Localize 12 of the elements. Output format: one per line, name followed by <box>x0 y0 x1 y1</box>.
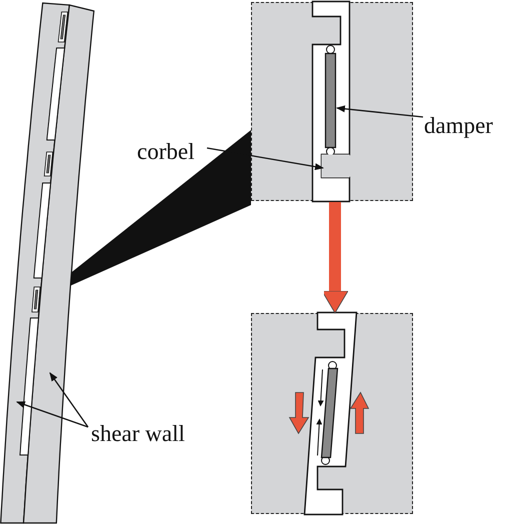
part-label: shear wall <box>91 422 185 445</box>
damper-bar <box>324 52 336 148</box>
detail-view-panel <box>251 2 413 201</box>
part-label: corbel <box>137 140 194 163</box>
part-label: damper <box>424 114 493 137</box>
leader-arrow <box>16 401 88 428</box>
transition-arrow <box>322 202 348 314</box>
leader-arrow <box>49 372 89 428</box>
detail-view-panel <box>251 313 413 514</box>
leader-arrow <box>336 105 424 118</box>
leader-arrow <box>206 147 324 170</box>
corbel-block <box>322 154 350 178</box>
